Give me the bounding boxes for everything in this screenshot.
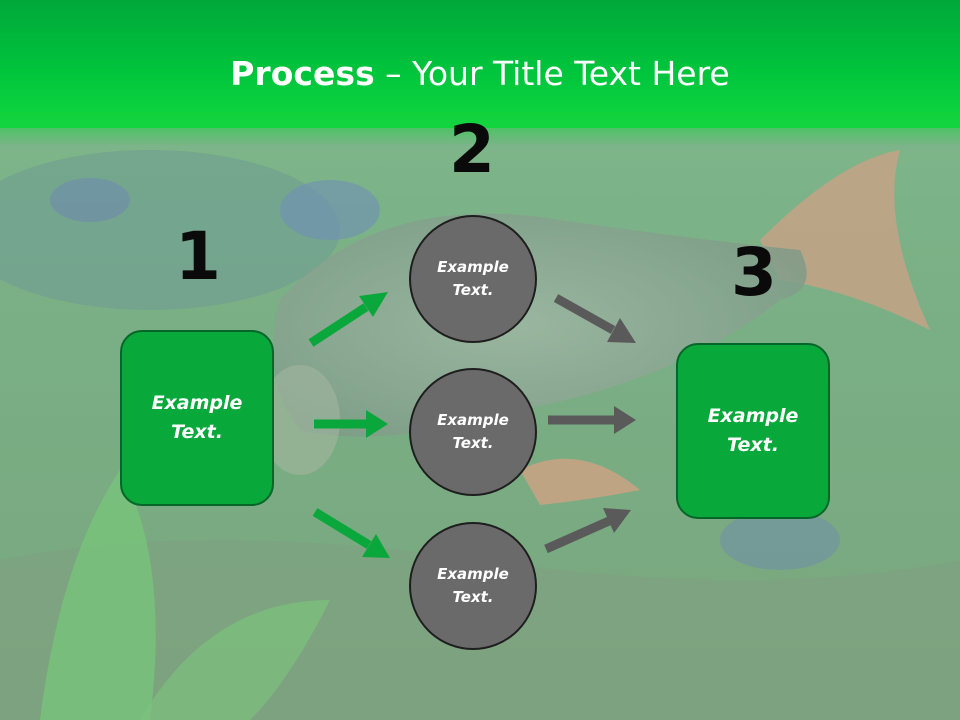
- circle-top-label: Example Text.: [437, 258, 509, 299]
- arrow-from-bottom-circle: [544, 508, 631, 554]
- arrow-to-bottom-circle: [312, 508, 390, 558]
- step-2-circle-middle[interactable]: Example Text.: [409, 368, 537, 496]
- arrow-from-top-circle: [553, 294, 636, 343]
- arrow-to-top-circle: [308, 292, 388, 347]
- step-1-label: Example Text.: [151, 392, 243, 443]
- title-bar: [0, 0, 960, 128]
- step-2-circle-top[interactable]: Example Text.: [409, 215, 537, 343]
- circle-middle-label: Example Text.: [437, 411, 509, 452]
- title-rest: – Your Title Text Here: [374, 54, 730, 93]
- step-3-label: Example Text.: [707, 405, 799, 456]
- step-3-box[interactable]: Example Text.: [676, 343, 830, 519]
- arrow-to-middle-circle: [314, 410, 388, 438]
- title-bar-fade: [0, 112, 960, 146]
- step-number-3: 3: [731, 234, 777, 311]
- circle-bottom-label: Example Text.: [437, 565, 509, 606]
- green-arrows: [308, 292, 390, 558]
- arrow-from-middle-circle: [548, 406, 636, 434]
- step-number-1: 1: [175, 218, 221, 295]
- gray-arrows: [544, 294, 636, 554]
- step-1-box[interactable]: Example Text.: [120, 330, 274, 506]
- step-number-2: 2: [449, 111, 495, 188]
- title-bold: Process: [230, 54, 375, 93]
- slide-title: Process – Your Title Text Here: [0, 52, 960, 96]
- step-2-circle-bottom[interactable]: Example Text.: [409, 522, 537, 650]
